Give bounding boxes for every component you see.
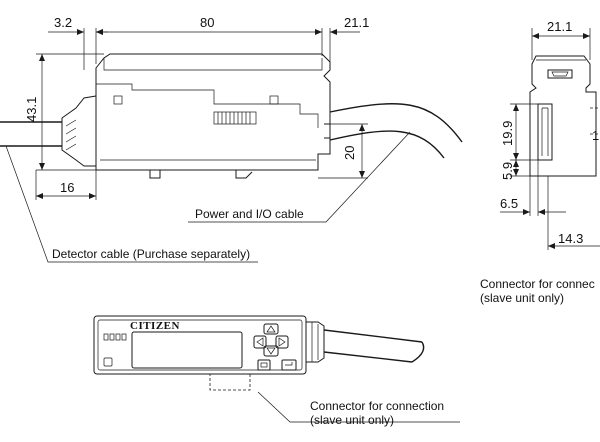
side-view xyxy=(0,53,463,179)
end-dim-width: 21.1 xyxy=(547,19,572,34)
dim-cable-height: 20 xyxy=(342,146,357,160)
power-cable-label: Power and I/O cable xyxy=(195,207,304,221)
end-view: 1 xyxy=(529,55,600,177)
din-foot-right xyxy=(235,170,253,179)
led-indicator-3 xyxy=(115,333,121,341)
dim-height: 43.1 xyxy=(24,97,39,122)
mode-square-icon xyxy=(260,362,268,368)
end-latch-inner xyxy=(551,71,569,77)
vent-slots xyxy=(217,112,251,124)
end-view-dimensions: 21.1 19.9 5.9 6.5 14.3 xyxy=(500,19,600,250)
right-arrow-icon xyxy=(278,337,286,347)
side-view-dimensions: 3.2 80 21.1 43.1 20 16 xyxy=(24,15,369,200)
dim-length: 80 xyxy=(200,15,214,30)
down-arrow-icon xyxy=(266,347,276,355)
front-cable-top xyxy=(323,329,423,343)
brand-logo: CITIZEN xyxy=(130,320,180,332)
front-relief-ribs xyxy=(311,322,319,362)
small-window-right xyxy=(269,95,279,105)
led-indicator-4 xyxy=(121,333,127,341)
top-cover xyxy=(103,58,323,71)
connector-leader xyxy=(257,391,460,423)
front-cable-relief xyxy=(305,321,325,363)
end-connector-slot xyxy=(537,103,553,161)
front-body xyxy=(93,315,307,375)
connector-ribs xyxy=(65,119,77,151)
front-view-callout: Connector for connection (slave unit onl… xyxy=(257,391,460,427)
inner-step-line xyxy=(96,83,319,128)
end-connector-pins xyxy=(541,107,549,156)
end-dim-left-offset: 6.5 xyxy=(500,196,518,211)
front-display xyxy=(131,331,243,369)
enter-return-icon xyxy=(285,362,293,366)
led-indicator-1 xyxy=(103,333,109,341)
cable-exit xyxy=(324,123,330,139)
hidden-connector xyxy=(209,373,251,391)
up-arrow-icon xyxy=(266,325,276,333)
detector-connector xyxy=(61,95,97,167)
dim-right-offset: 21.1 xyxy=(344,15,369,30)
button-right[interactable] xyxy=(275,335,289,349)
amplifier-body xyxy=(95,53,331,171)
end-dim-bottom-width: 14.3 xyxy=(558,231,583,246)
dim-left-offset: 3.2 xyxy=(54,15,72,30)
power-cable-leader xyxy=(188,131,411,223)
button-up[interactable] xyxy=(263,323,279,335)
vent-grill xyxy=(213,111,257,125)
button-left[interactable] xyxy=(253,335,267,349)
connector-right-label-line1: Connector for connec xyxy=(480,277,595,291)
end-view-callout: Connector for connec (slave unit only) xyxy=(480,277,595,305)
end-dim-connector-height: 19.9 xyxy=(500,121,515,146)
power-cable-bottom xyxy=(329,130,445,159)
button-down[interactable] xyxy=(263,345,279,357)
led-indicator-2 xyxy=(109,333,115,341)
detector-cable-label: Detector cable (Purchase separately) xyxy=(52,247,250,261)
usb-port-icon xyxy=(103,357,113,367)
end-latch xyxy=(547,69,573,79)
small-window-left xyxy=(113,95,123,105)
dim-bottom-offset: 16 xyxy=(60,180,74,195)
end-hidden-lines xyxy=(590,107,600,135)
button-enter[interactable] xyxy=(281,359,297,371)
front-bezel xyxy=(97,319,303,371)
side-view-callouts: Power and I/O cable Detector cable (Purc… xyxy=(5,131,411,263)
front-view: CITIZEN xyxy=(93,315,425,391)
front-cable-end xyxy=(411,341,425,363)
connector-label-line2: (slave unit only) xyxy=(310,413,394,427)
end-partial-label: 1 xyxy=(592,128,599,143)
left-arrow-icon xyxy=(256,337,264,347)
front-cable-bottom xyxy=(323,351,413,363)
button-mode[interactable] xyxy=(257,359,271,371)
end-dim-connector-bottom: 5.9 xyxy=(500,162,515,180)
din-foot-left xyxy=(149,170,161,179)
power-cable-top xyxy=(329,103,463,143)
detector-cable-leader xyxy=(5,145,258,263)
connector-right-label-line2: (slave unit only) xyxy=(480,291,564,305)
connector-label-line1: Connector for connection xyxy=(310,399,444,413)
end-body xyxy=(529,55,597,177)
